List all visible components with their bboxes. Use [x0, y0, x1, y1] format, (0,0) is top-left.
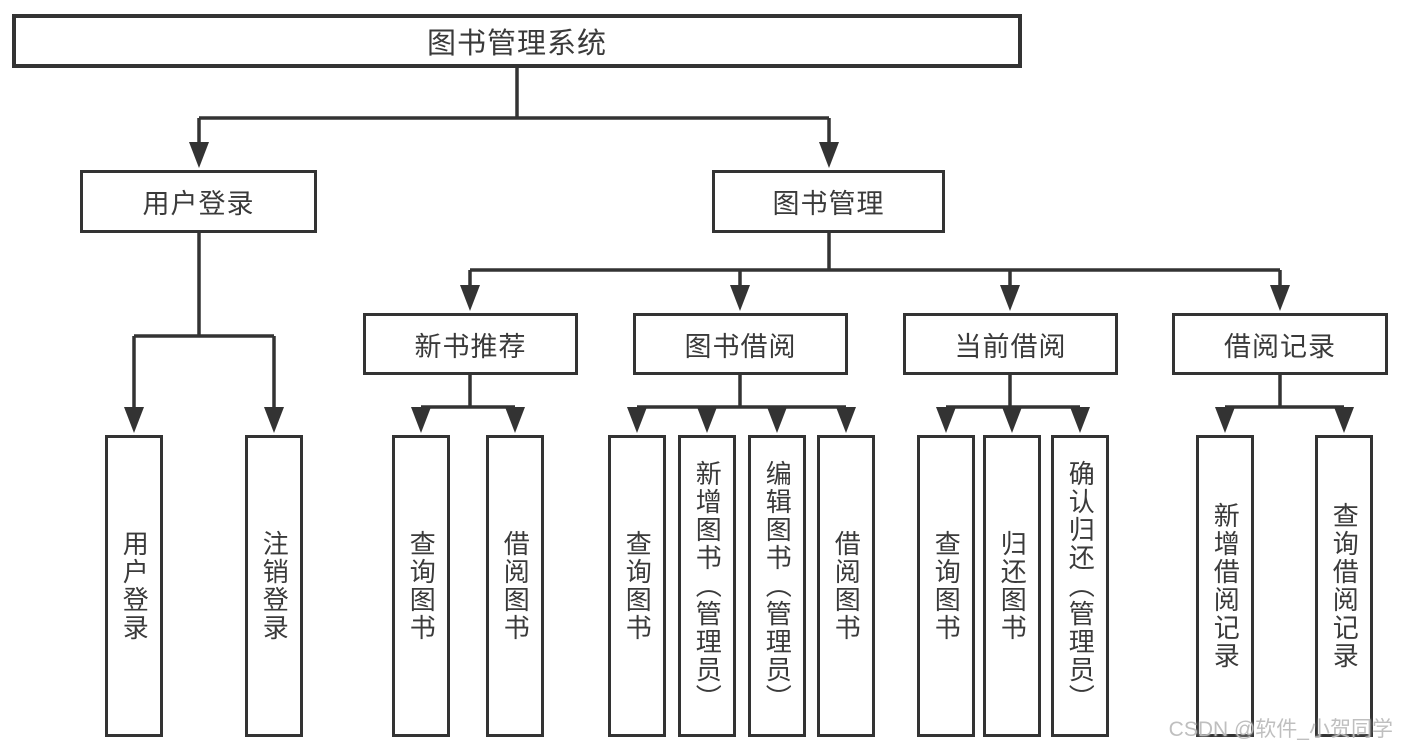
node-borrow-records: 借阅记录: [1172, 313, 1388, 375]
leaf-borrow-query-books: 查询图书: [608, 435, 666, 737]
leaf-logout: 注销登录: [245, 435, 303, 737]
leaf-add-books-admin-label: 新增图书（管理员）: [692, 460, 723, 712]
connector-user-login-children: [132, 233, 276, 411]
leaf-add-borrow-record-label: 新增借阅记录: [1210, 502, 1241, 670]
leaf-add-borrow-record: 新增借阅记录: [1196, 435, 1254, 737]
leaf-edit-books-admin-label: 编辑图书（管理员）: [762, 460, 793, 712]
node-current-borrow: 当前借阅: [903, 313, 1118, 375]
leaf-query-borrow-record-label: 查询借阅记录: [1329, 502, 1360, 670]
node-book-borrow: 图书借阅: [633, 313, 848, 375]
leaf-current-query-books: 查询图书: [917, 435, 975, 737]
connector-book-mgmt-to-level3: [468, 233, 1282, 289]
leaf-borrow-query-books-label: 查询图书: [622, 530, 653, 642]
node-book-management-label: 图书管理: [772, 189, 885, 219]
arrowheads: [124, 142, 1354, 433]
leaf-return-books: 归还图书: [983, 435, 1041, 737]
leaf-recommend-query-books-label: 查询图书: [406, 530, 437, 642]
node-book-management: 图书管理: [712, 170, 945, 233]
leaf-current-query-books-label: 查询图书: [931, 530, 962, 642]
watermark-text: CSDN @软件_小贺同学: [1168, 718, 1393, 741]
leaf-query-borrow-record: 查询借阅记录: [1315, 435, 1373, 737]
connector-current-children: [944, 375, 1082, 412]
leaf-add-books-admin: 新增图书（管理员）: [678, 435, 736, 737]
node-user-login-label: 用户登录: [142, 189, 255, 219]
connector-records-children: [1223, 375, 1346, 412]
connector-root-to-level2: [197, 68, 831, 146]
node-root: 图书管理系统: [12, 14, 1022, 68]
node-user-login: 用户登录: [80, 170, 317, 233]
leaf-return-books-label: 归还图书: [997, 530, 1028, 642]
node-root-label: 图书管理系统: [426, 28, 607, 60]
leaf-recommend-borrow-books-label: 借阅图书: [500, 530, 531, 642]
leaf-borrow-books: 借阅图书: [817, 435, 875, 737]
node-borrow-records-label: 借阅记录: [1224, 331, 1336, 362]
node-current-borrow-label: 当前借阅: [954, 331, 1067, 362]
connector-recommend-children: [419, 375, 517, 412]
node-book-borrow-label: 图书借阅: [684, 331, 797, 362]
leaf-edit-books-admin: 编辑图书（管理员）: [748, 435, 806, 737]
node-new-book-recommend-label: 新书推荐: [414, 331, 527, 362]
leaf-user-login: 用户登录: [105, 435, 163, 737]
leaf-user-login-label: 用户登录: [119, 530, 150, 642]
leaf-recommend-query-books: 查询图书: [392, 435, 450, 737]
leaf-recommend-borrow-books: 借阅图书: [486, 435, 544, 737]
leaf-logout-label: 注销登录: [259, 530, 290, 642]
node-new-book-recommend: 新书推荐: [363, 313, 578, 375]
leaf-borrow-books-label: 借阅图书: [831, 530, 862, 642]
leaf-confirm-return-admin-label: 确认归还（管理员）: [1065, 460, 1096, 712]
leaf-confirm-return-admin: 确认归还（管理员）: [1051, 435, 1109, 737]
connector-borrow-children: [635, 375, 848, 412]
